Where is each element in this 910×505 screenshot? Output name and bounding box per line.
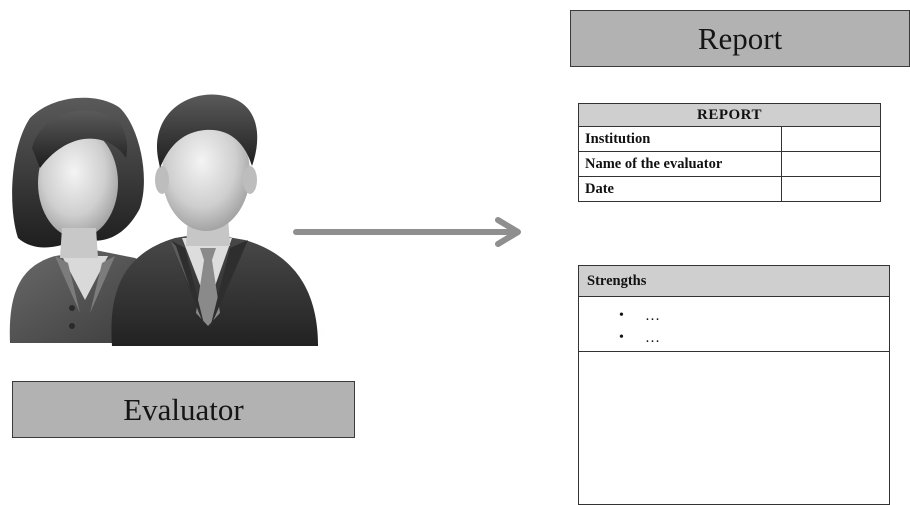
- strengths-title: Strengths: [579, 266, 889, 297]
- report-form-row-institution: Institution: [578, 126, 881, 152]
- strengths-form: Strengths • … • …: [578, 265, 890, 505]
- evaluators-icon: [9, 94, 340, 347]
- bullet-icon: •: [619, 330, 624, 345]
- evaluator-label: Evaluator: [123, 391, 244, 427]
- institution-value-field: [781, 126, 881, 152]
- report-form-row-date: Date: [578, 176, 881, 202]
- man-figure: [111, 94, 318, 346]
- report-form-row-evaluator-name: Name of the evaluator: [578, 151, 881, 177]
- report-form: REPORT Institution Name of the evaluator…: [578, 103, 881, 202]
- strength-item-text: …: [645, 307, 660, 324]
- report-form-title: REPORT: [578, 103, 881, 127]
- date-value-field: [781, 176, 881, 202]
- institution-label: Institution: [578, 126, 782, 152]
- strength-item-text: …: [645, 329, 660, 346]
- evaluator-name-label: Name of the evaluator: [578, 151, 782, 177]
- report-label: Report: [697, 20, 783, 56]
- report-label-box: Report: [570, 10, 910, 67]
- strengths-list: • … • …: [579, 297, 889, 352]
- report-form-header-row: REPORT: [578, 103, 881, 127]
- strength-item: • …: [619, 327, 889, 349]
- bullet-icon: •: [619, 308, 624, 323]
- date-label: Date: [578, 176, 782, 202]
- evaluator-label-box: Evaluator: [12, 381, 355, 438]
- evaluator-name-value-field: [781, 151, 881, 177]
- right-arrow-icon: [293, 217, 521, 247]
- strength-item: • …: [619, 305, 889, 327]
